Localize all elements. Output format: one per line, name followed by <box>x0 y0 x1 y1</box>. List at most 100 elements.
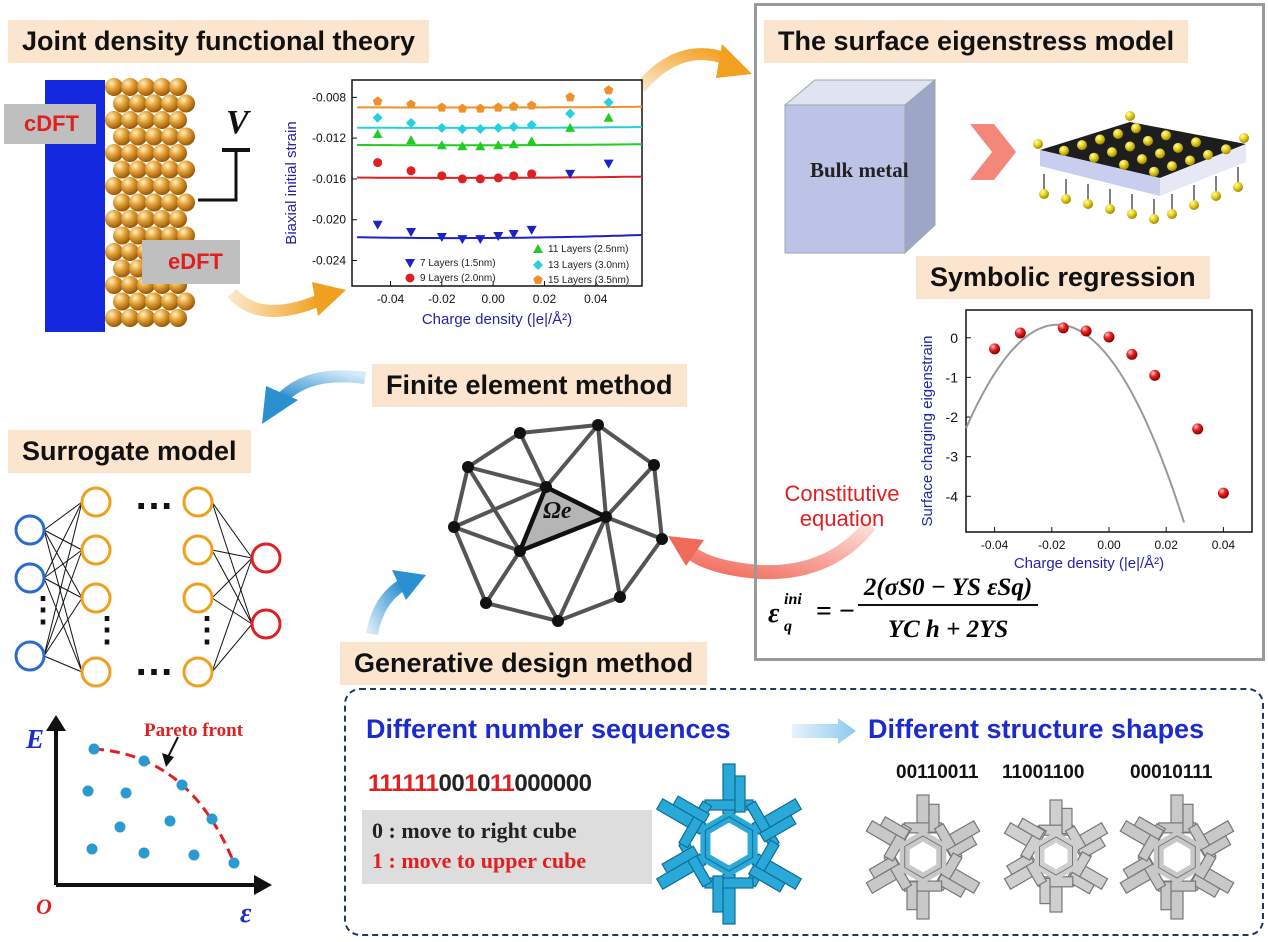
mesh-node <box>552 615 564 627</box>
data-point <box>1057 322 1069 334</box>
data-point <box>565 169 576 179</box>
data-point <box>1103 331 1115 343</box>
lattice-beam <box>1182 803 1194 833</box>
lattice-beam <box>704 877 754 889</box>
metal-atom <box>169 309 187 327</box>
surface-atom <box>1119 159 1129 170</box>
x-tick-label: 0.04 <box>1212 538 1236 552</box>
surface-atom <box>1167 161 1177 172</box>
output-neuron <box>250 542 282 574</box>
surface-atom <box>1161 130 1171 141</box>
lattice-ring-edge <box>704 816 754 872</box>
bulk-metal-cube <box>783 78 937 255</box>
data-point <box>457 103 468 113</box>
gray-structure-3 <box>1119 794 1235 920</box>
nn-dots-input: ⋮ <box>26 591 60 629</box>
constitutive-label: Constitutive equation <box>768 481 916 531</box>
mesh-edge <box>596 424 608 518</box>
mesh-node <box>480 597 492 609</box>
data-point <box>372 129 383 139</box>
shape-code-3: 00010111 <box>1130 762 1213 783</box>
data-point <box>406 117 417 128</box>
axis-x-label: ε <box>240 898 252 929</box>
surface-atom <box>1211 191 1221 201</box>
solution-point <box>86 843 98 855</box>
data-point <box>436 233 447 243</box>
data-point <box>526 100 537 110</box>
solution-point <box>138 755 150 767</box>
voltage-label: V <box>226 104 249 141</box>
data-point <box>437 171 447 181</box>
metal-atom <box>105 276 123 294</box>
surface-atom <box>1137 154 1147 165</box>
metal-atom <box>113 292 131 311</box>
metal-atom <box>161 292 179 311</box>
lattice-beam <box>1122 854 1154 879</box>
pareto-y-arrow <box>46 715 66 731</box>
lattice-beam <box>1189 873 1221 899</box>
metal-atom <box>145 160 163 179</box>
data-point <box>533 244 543 253</box>
surface-atom <box>1149 166 1159 177</box>
input-neuron <box>14 562 46 594</box>
legend-entry: 7 Layers (1.5nm) <box>420 258 496 269</box>
mesh-edge <box>519 423 599 435</box>
header-symbolic: Symbolic regression <box>916 256 1210 299</box>
x-tick-label: 0.00 <box>1097 538 1121 552</box>
legend-entry: 11 Layers (2.5nm) <box>548 244 628 255</box>
chevron-right-icon <box>970 124 1016 180</box>
surface-atom <box>1239 133 1249 143</box>
metal-atom <box>105 78 123 96</box>
surface-atom <box>1173 142 1183 153</box>
data-point <box>1149 369 1161 381</box>
mesh-edge <box>605 515 663 541</box>
data-point <box>457 235 468 245</box>
nn-dots-bottom: … <box>134 640 174 684</box>
y-axis-label: Biaxial initial strain <box>283 121 300 244</box>
hidden-neuron <box>80 582 112 614</box>
lattice-beam <box>879 815 911 841</box>
y-tick-label: -0.020 <box>312 213 346 227</box>
data-point <box>1217 487 1229 499</box>
metal-atom <box>129 193 147 212</box>
data-point <box>1014 327 1026 339</box>
surface-atom <box>1033 139 1043 149</box>
mesh-edge <box>452 466 470 528</box>
metal-atom <box>113 94 131 113</box>
metal-atom <box>153 111 171 129</box>
pareto-front-curve <box>93 747 236 864</box>
sequence-title: Different number sequences <box>366 714 731 744</box>
lattice-beam <box>704 799 754 811</box>
lattice-arm <box>903 879 943 920</box>
y-tick-label: -4 <box>946 488 959 504</box>
surface-atom <box>1149 214 1159 224</box>
metal-atom <box>121 210 139 228</box>
x-tick-label: -0.02 <box>1038 538 1066 552</box>
y-tick-label: -3 <box>946 449 959 465</box>
metal-atom <box>121 276 139 294</box>
hidden-neuron <box>80 486 112 518</box>
x-tick-label: 0.02 <box>1155 538 1179 552</box>
edft-label: eDFT <box>142 240 240 284</box>
sequence-digit: 1 <box>501 770 515 797</box>
data-point <box>565 122 576 132</box>
metal-atom <box>145 292 163 311</box>
legend-0: 0 : move to right cube <box>372 818 577 843</box>
nn-connection <box>43 655 83 673</box>
metal-atom <box>105 309 123 327</box>
mesh-node <box>648 459 660 471</box>
data-point <box>373 158 383 168</box>
metal-atom <box>137 210 155 228</box>
lattice-beam <box>868 854 900 879</box>
data-point <box>372 96 383 106</box>
data-point <box>508 139 519 149</box>
hidden-neuron <box>182 656 214 688</box>
lattice-ring <box>899 830 947 884</box>
x-axis-label: Charge density (|e|/Å²) <box>1014 555 1164 572</box>
nn-dots-hidden2: ⋮ <box>190 611 224 649</box>
element-label: Ωe <box>543 498 572 524</box>
data-point <box>436 140 447 150</box>
surface-atom <box>1127 209 1137 219</box>
mesh-edge <box>604 463 656 519</box>
solution-point <box>82 785 94 797</box>
